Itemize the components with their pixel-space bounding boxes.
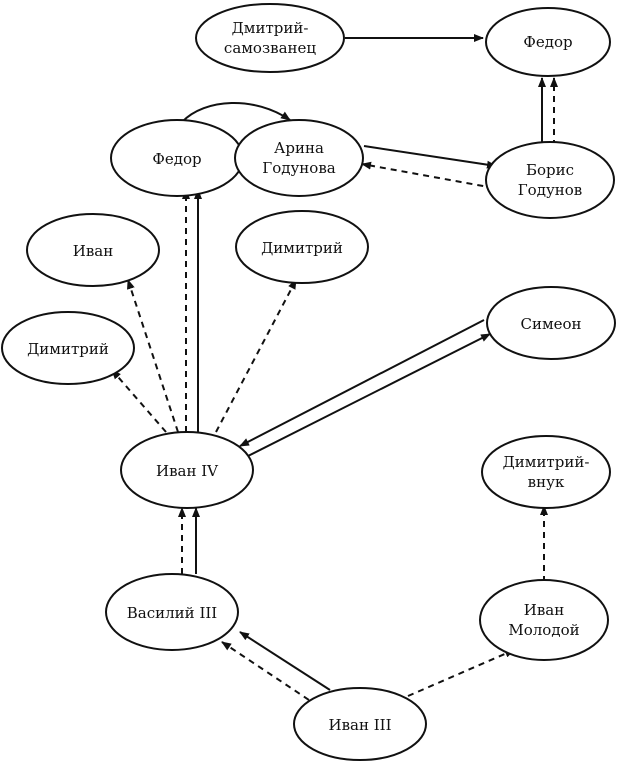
node-label: Федор: [523, 33, 572, 51]
node-label: Димитрий-: [503, 453, 590, 471]
svg-text:Федор: Федор: [152, 150, 201, 168]
node-ivan-son: Иван: [26, 213, 160, 287]
node-arina: Арина Годунова: [234, 119, 364, 197]
node-label: Димитрий: [27, 340, 109, 358]
node-label: Симеон: [520, 315, 581, 333]
svg-text:самозванец: самозванец: [224, 39, 316, 57]
node-dmitry-pretender: Дмитрий- самозванец: [195, 3, 345, 73]
svg-text:внук: внук: [528, 473, 565, 491]
node-simeon: Симеон: [486, 286, 616, 360]
node-label: Димитрий: [261, 239, 343, 257]
node-vasily3: Василий III: [105, 573, 239, 651]
edge-ivan4-to-simeon: [243, 333, 491, 459]
node-ivan4: Иван IV: [120, 431, 254, 509]
edge-ivan4-to-dimitry-right: [215, 279, 297, 433]
edge-ivan3-to-vasily3-dashed: [221, 641, 319, 707]
svg-text:Федор: Федор: [523, 33, 572, 51]
node-ivan-young: Иван Молодой: [479, 579, 609, 661]
node-label: Василий III: [127, 604, 218, 622]
edge-simeon-to-ivan4: [239, 319, 485, 447]
svg-text:Арина: Арина: [274, 139, 324, 157]
nodes-layer: Дмитрий- самозванец Федор Федор Арина Го…: [1, 3, 616, 761]
node-dimitry-grandson: Димитрий- внук: [481, 435, 611, 509]
node-ivan3: Иван III: [293, 687, 427, 761]
svg-text:Годунова: Годунова: [262, 159, 335, 177]
svg-text:Василий III: Василий III: [127, 604, 218, 622]
svg-text:Дмитрий-: Дмитрий-: [232, 19, 309, 37]
node-label: внук: [528, 473, 565, 491]
node-label: Арина: [274, 139, 324, 157]
node-label: Иван III: [328, 716, 391, 734]
edge-ivan3-to-vasily3-solid: [239, 631, 331, 691]
svg-text:Иван: Иван: [73, 242, 113, 260]
node-dimitry-left: Димитрий: [1, 311, 135, 385]
svg-text:Молодой: Молодой: [508, 621, 579, 639]
edge-boris-to-arina: [361, 161, 495, 189]
edge-ivan4-to-ivan: [127, 279, 179, 433]
node-boris: Борис Годунов: [485, 141, 615, 219]
svg-text:Димитрий: Димитрий: [27, 340, 109, 358]
node-label: Дмитрий-: [232, 19, 309, 37]
node-label: Иван: [73, 242, 113, 260]
node-fedor-top: Федор: [485, 7, 611, 77]
svg-text:Иван III: Иван III: [328, 716, 391, 734]
svg-text:Симеон: Симеон: [520, 315, 581, 333]
node-fedor: Федор: [110, 119, 244, 197]
edge-fedor-to-arina: [181, 102, 291, 123]
edge-ivan3-to-ivan-young: [407, 649, 515, 697]
svg-text:Годунов: Годунов: [518, 181, 583, 199]
node-label: Борис: [526, 161, 574, 179]
svg-text:Димитрий-: Димитрий-: [503, 453, 590, 471]
node-label: Годунова: [262, 159, 335, 177]
svg-text:Димитрий: Димитрий: [261, 239, 343, 257]
edges-layer: [111, 34, 558, 707]
edge-ivan4-to-dimitry-left: [111, 369, 167, 433]
node-label: Иван IV: [156, 462, 219, 480]
node-label: Иван: [524, 601, 564, 619]
node-label: Годунов: [518, 181, 583, 199]
svg-text:Иван IV: Иван IV: [156, 462, 219, 480]
node-label: самозванец: [224, 39, 316, 57]
svg-text:Борис: Борис: [526, 161, 574, 179]
svg-text:Иван: Иван: [524, 601, 564, 619]
node-label: Федор: [152, 150, 201, 168]
node-dimitry-right: Димитрий: [235, 210, 369, 284]
edge-arina-to-boris: [363, 145, 497, 169]
node-label: Молодой: [508, 621, 579, 639]
